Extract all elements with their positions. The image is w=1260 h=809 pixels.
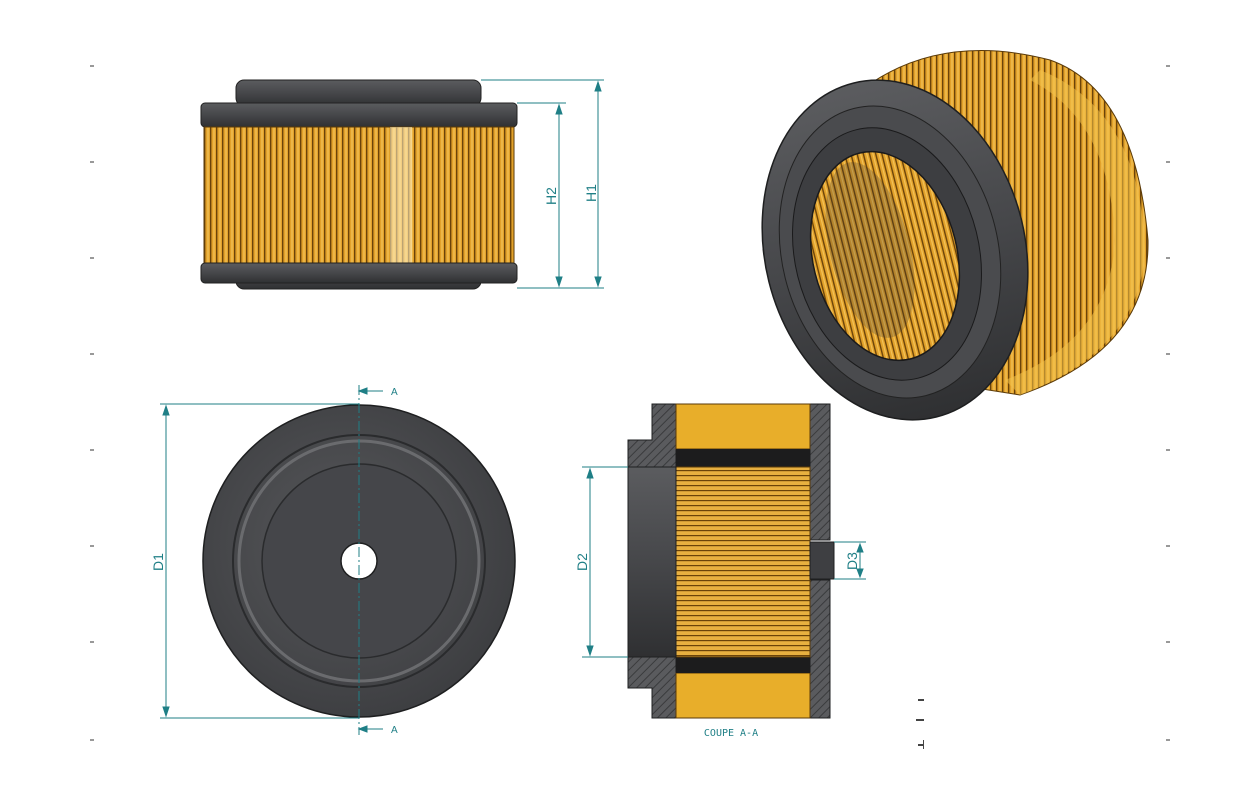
d3-label: D3	[844, 552, 860, 570]
top-view	[202, 385, 516, 735]
d2-label: D2	[574, 553, 590, 571]
section-marker-bottom: A	[391, 725, 398, 736]
sheet-tick-marks	[90, 65, 1170, 741]
section-dark-band-bottom	[676, 657, 810, 673]
section-caption: COUPE A-A	[704, 728, 758, 739]
height-dimensions	[481, 79, 604, 289]
d2-dimension	[582, 466, 628, 658]
d3-dimension	[834, 541, 866, 580]
section-dark-band-top	[676, 449, 810, 467]
section-marker-top: A	[391, 387, 398, 398]
h2-label: H2	[543, 187, 559, 205]
bottom-rim	[200, 262, 518, 284]
top-rim	[200, 102, 518, 128]
isometric-view	[761, 50, 1149, 421]
h1-label: H1	[583, 184, 599, 202]
media-highlight	[390, 127, 412, 264]
iso-inner-shade	[825, 162, 915, 338]
d1-label: D1	[150, 553, 166, 571]
title-block-marks	[916, 699, 924, 749]
front-view	[200, 79, 518, 290]
pleated-media	[203, 126, 515, 265]
section-pleats	[675, 466, 811, 658]
section-paper-top	[675, 403, 811, 450]
section-inner-bore	[627, 466, 677, 658]
iso-pleat-shadow	[1005, 70, 1145, 395]
section-view	[627, 403, 835, 719]
section-outlet	[809, 541, 835, 580]
iso-inner-opening	[809, 150, 961, 362]
top-end-cap	[235, 79, 482, 107]
d1-dimension	[160, 403, 359, 719]
section-paper-bottom	[675, 672, 811, 719]
section-markers	[357, 387, 383, 733]
